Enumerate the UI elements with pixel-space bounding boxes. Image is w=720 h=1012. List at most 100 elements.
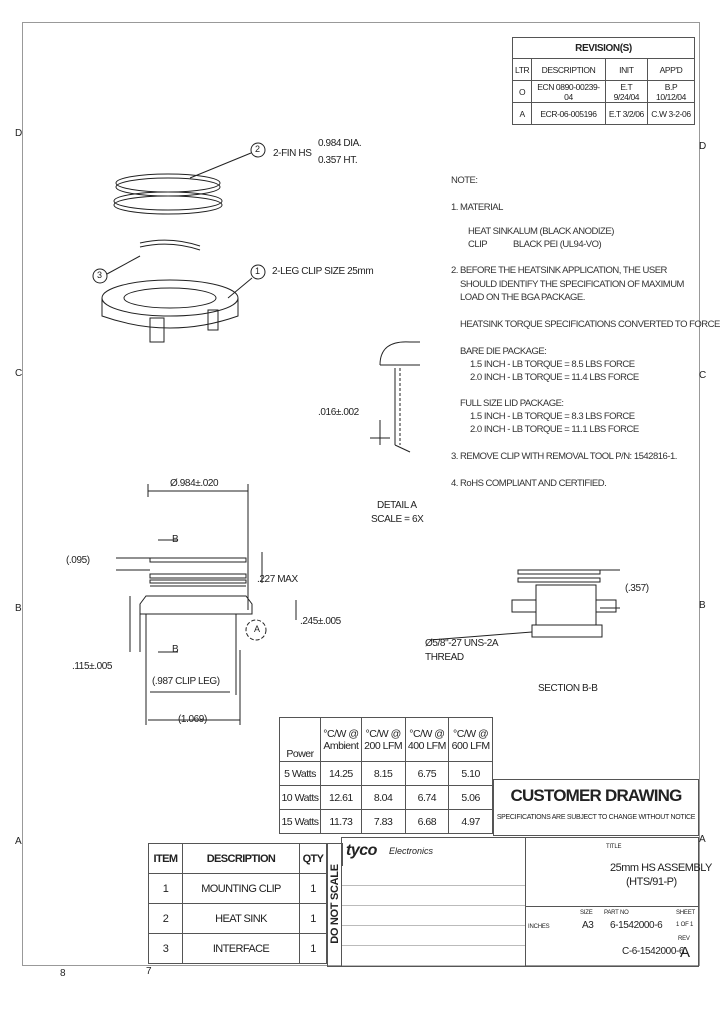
zone-number: 8 [60, 968, 66, 979]
customer-drawing-box: CUSTOMER DRAWING SPECIFICATIONS ARE SUBJ… [493, 779, 699, 836]
zone-letter: D [15, 128, 22, 139]
callout-3-circle [92, 268, 108, 284]
note-2c: LOAD ON THE BGA PACKAGE. [460, 292, 585, 303]
revision-table: REVISION(S) LTR DESCRIPTION INIT APP'D O… [511, 37, 696, 125]
note-full-1: 1.5 INCH - LB TORQUE = 8.3 LBS FORCE [470, 411, 635, 422]
size-value: A3 [582, 920, 594, 931]
thermal-header: Power [279, 717, 321, 762]
thermal-header: °C/W @Ambient [320, 717, 362, 762]
note-hs-val: ALUM (BLACK ANODIZE) [513, 226, 614, 237]
note-2b: SHOULD IDENTIFY THE SPECIFICATION OF MAX… [460, 279, 684, 290]
note-3: 3. REMOVE CLIP WITH REMOVAL TOOL P/N: 15… [451, 451, 677, 462]
callout-2-number: 2 [255, 144, 260, 154]
title-label: TITLE [606, 844, 622, 850]
thread-label-2: THREAD [425, 652, 464, 663]
note-full-2: 2.0 INCH - LB TORQUE = 11.1 LBS FORCE [470, 424, 639, 435]
section-marker-bottom: B [172, 644, 179, 655]
bom-cell: 1 [148, 873, 183, 904]
zone-letter: B [15, 603, 22, 614]
part-no-label: PART NO [604, 910, 629, 916]
units-label: INCHES [528, 924, 550, 930]
part-title-1: 25mm HS ASSEMBLY [610, 862, 712, 874]
thermal-header: °C/W @400 LFM [404, 717, 450, 762]
zone-letter: A [15, 836, 22, 847]
rev-cell: ECR-06-005196 [531, 102, 606, 125]
thermal-cell: 6.68 [404, 809, 450, 834]
rev-cell: O [511, 80, 533, 103]
rev-cell: E.T 9/24/04 [604, 80, 648, 103]
dim-227: .227 MAX [257, 574, 298, 585]
fin-label: 2-FIN HS [273, 148, 312, 159]
thermal-cell: 5.06 [448, 785, 493, 810]
fin-height: 0.357 HT. [318, 155, 358, 166]
zone-number: 7 [146, 966, 152, 977]
thermal-cell: 8.04 [360, 785, 406, 810]
sheet-value: 1 OF 1 [676, 922, 694, 928]
note-2a: 2. BEFORE THE HEATSINK APPLICATION, THE … [451, 265, 667, 276]
brand-cell: tyco Electronics [342, 838, 526, 867]
thermal-cell: 6.74 [404, 785, 450, 810]
dim-115: .115±.005 [72, 661, 113, 672]
dim-095: (.095) [66, 555, 90, 566]
fin-top-shape [115, 173, 221, 193]
thermal-cell: 5.10 [448, 761, 493, 786]
dim-diameter: Ø.984±.020 [170, 478, 219, 489]
zone-letter: B [699, 600, 706, 611]
bom-cell: 1 [299, 873, 327, 904]
note-bare-1: 1.5 INCH - LB TORQUE = 8.5 LBS FORCE [470, 359, 635, 370]
bom-cell: 2 [148, 903, 183, 934]
note-torque: HEATSINK TORQUE SPECIFICATIONS CONVERTED… [460, 319, 720, 330]
drawing-number: C-6-1542000-6 [622, 946, 685, 957]
thermal-header: °C/W @200 LFM [360, 717, 406, 762]
section-fin [517, 569, 601, 575]
zone-letter: A [699, 834, 706, 845]
front-clip [139, 595, 253, 615]
callout-2-circle [250, 142, 266, 158]
thermal-cell: 14.25 [320, 761, 362, 786]
detail-title: DETAIL A [377, 500, 417, 511]
rev-value: A [680, 944, 691, 961]
callout-1-circle [250, 264, 266, 280]
rev-cell: A [511, 102, 533, 125]
part-no-value: 6-1542000-6 [610, 920, 663, 931]
note-bare: BARE DIE PACKAGE: [460, 346, 547, 357]
thermal-cell: 12.61 [320, 785, 362, 810]
note-heading: NOTE: [451, 175, 478, 186]
front-fin-top [149, 557, 247, 563]
note-hs-key: HEAT SINK [468, 226, 513, 237]
zone-letter: D [699, 141, 706, 152]
thermal-cell: 7.83 [360, 809, 406, 834]
thermal-cell: 4.97 [448, 809, 493, 834]
title-divider [525, 906, 698, 907]
dim-357: (.357) [625, 583, 649, 594]
thermal-cell: 15 Watts [279, 809, 321, 834]
do-not-scale-text: DO NOT SCALE [329, 864, 341, 944]
rev-label: REV [678, 936, 690, 942]
detail-scale: SCALE = 6X [371, 514, 424, 525]
thermal-cell: 10 Watts [279, 785, 321, 810]
rev-cell: E.T 3/2/06 [604, 102, 648, 125]
note-4: 4. RoHS COMPLIANT AND CERTIFIED. [451, 478, 607, 489]
rev-cell: C.W 3-2-06 [646, 102, 696, 125]
bom-table: ITEM DESCRIPTION QTY 1 MOUNTING CLIP 1 2… [148, 843, 327, 964]
thermal-cell: 5 Watts [279, 761, 321, 786]
detail-gap-dim: .016±.002 [318, 407, 359, 418]
interface-shape [139, 239, 201, 247]
callout-3-number: 3 [97, 270, 102, 280]
bom-header: QTY [299, 843, 327, 874]
bom-cell: MOUNTING CLIP [182, 873, 300, 904]
brand-sub: Electronics [389, 846, 434, 856]
thread-label-1: Ø5/8"-27 UNS-2A [425, 638, 499, 649]
customer-drawing-title: CUSTOMER DRAWING [510, 786, 682, 805]
spec-notice: SPECIFICATIONS ARE SUBJECT TO CHANGE WIT… [496, 814, 696, 821]
note-1: 1. MATERIAL [451, 202, 503, 213]
bom-cell: 3 [148, 933, 183, 964]
bom-cell: HEAT SINK [182, 903, 300, 934]
title-fine-print [342, 866, 526, 966]
detail-a-marker: A [254, 624, 260, 634]
fin-dia: 0.984 DIA. [318, 138, 362, 149]
note-bare-2: 2.0 INCH - LB TORQUE = 11.4 LBS FORCE [470, 372, 639, 383]
callout-1-number: 1 [255, 266, 260, 276]
dim-1069: (1.069) [178, 714, 207, 725]
